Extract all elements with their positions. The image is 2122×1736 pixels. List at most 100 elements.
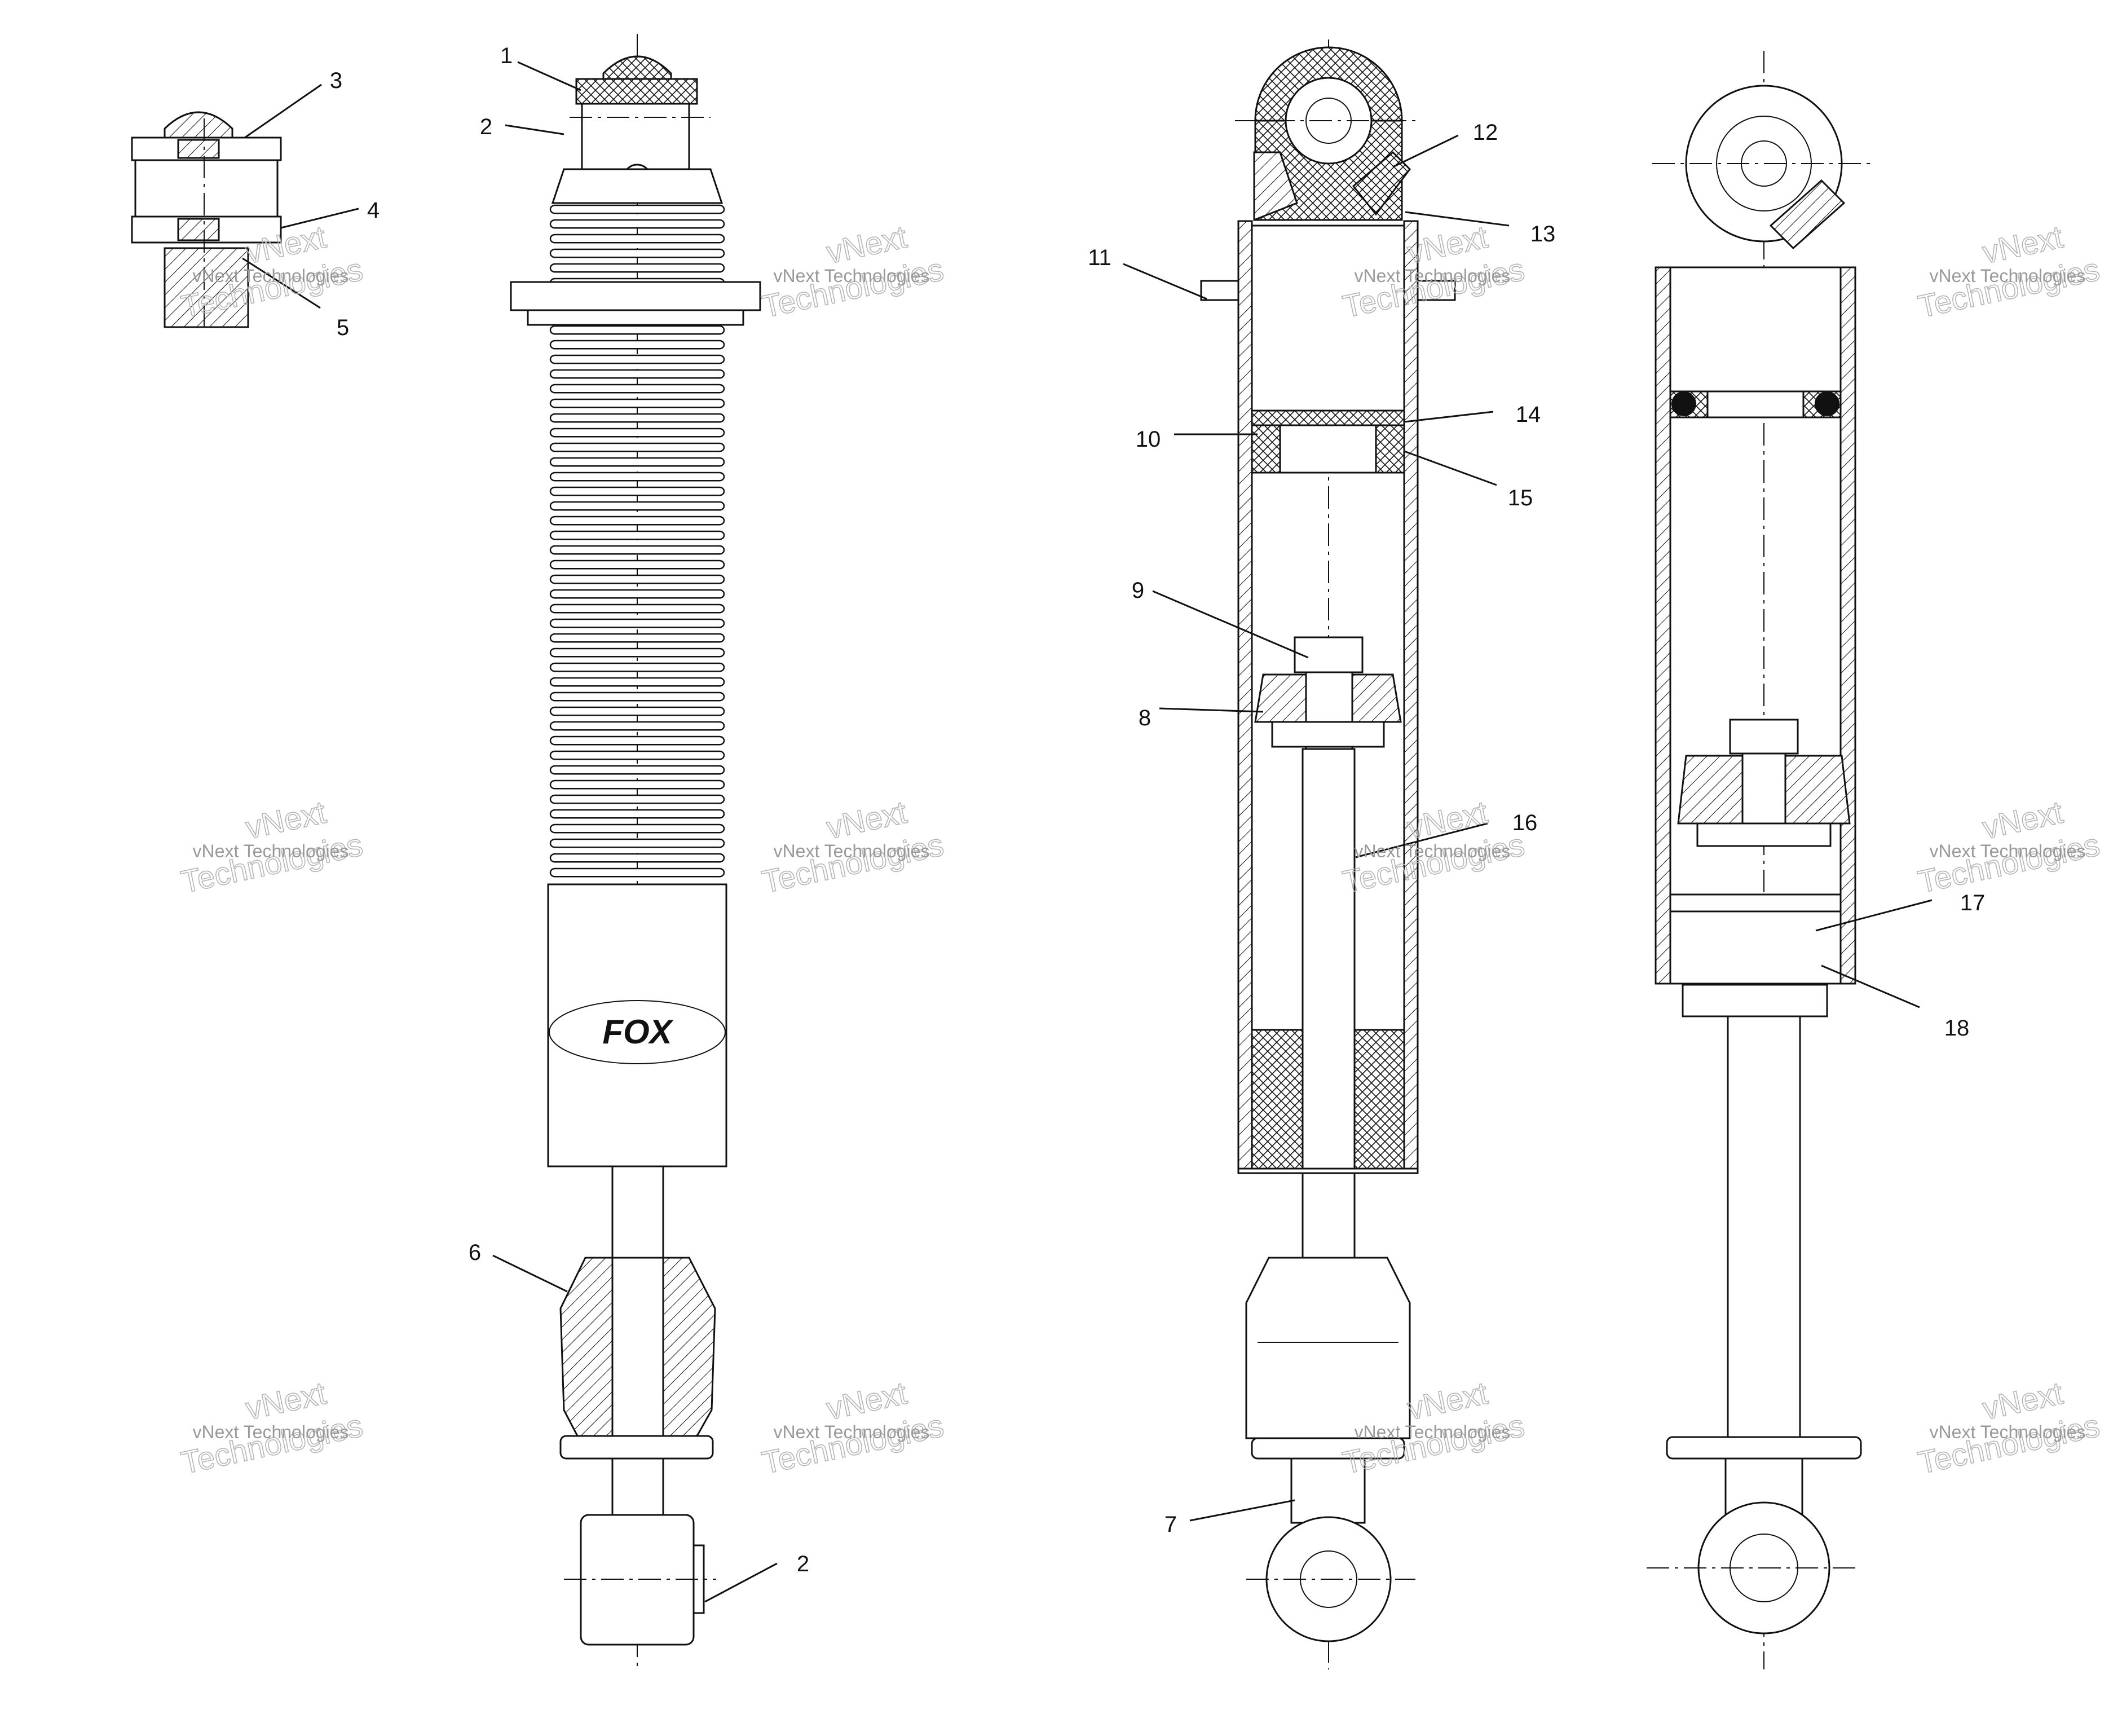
watermark-small: vNext Technologies xyxy=(1355,1422,1511,1442)
callout-12: 12 xyxy=(1473,120,1498,145)
callout-17: 17 xyxy=(1960,891,1986,915)
spring-coil xyxy=(549,765,725,775)
cutaway-piston-seal-right xyxy=(1375,424,1405,474)
cutaway-shim-stack xyxy=(1271,721,1385,748)
callout-1: 1 xyxy=(500,43,513,68)
spring-coil xyxy=(549,589,725,599)
spring-coil xyxy=(549,603,725,614)
cutaway-piston-seal-left xyxy=(1251,424,1281,474)
cutaway-piston-nut xyxy=(1294,636,1364,673)
shock1-nut-lower-ring xyxy=(527,309,744,326)
cutaway-tube-wall-left xyxy=(1237,220,1253,1170)
section-oring-left xyxy=(1671,391,1696,416)
cutaway-seal-head-left xyxy=(1251,1029,1304,1170)
cutaway-shaft xyxy=(1302,748,1356,1263)
shock1-lower-washer xyxy=(559,1435,714,1460)
spring-coil xyxy=(549,219,725,229)
cutaway-piston-cup xyxy=(1279,424,1377,474)
shock1-shaft-through-stop xyxy=(611,1257,664,1437)
spring-coil xyxy=(549,735,725,746)
callout-8: 8 xyxy=(1139,706,1151,730)
spring-coil xyxy=(549,662,725,672)
leader-8 xyxy=(1159,707,1264,713)
spring-coil xyxy=(549,809,725,819)
leader-16 xyxy=(1355,822,1488,858)
spring-coil xyxy=(549,559,725,570)
callout-13: 13 xyxy=(1530,222,1556,246)
shock1-reservoir-body xyxy=(547,883,727,1167)
spring-coil xyxy=(549,384,725,394)
detail-stud-part xyxy=(164,247,249,328)
leader-3 xyxy=(244,83,322,139)
callout-3: 3 xyxy=(330,68,342,93)
callout-labels: 1 2 3 4 5 6 2 7 8 9 10 11 12 13 14 15 16… xyxy=(330,43,1985,1576)
leader-9 xyxy=(1152,590,1309,659)
leader-12 xyxy=(1392,134,1459,168)
watermark-small: vNext Technologies xyxy=(774,266,930,286)
spring-coil xyxy=(549,204,725,214)
watermark-small: vNext Technologies xyxy=(1355,266,1511,286)
spring-coil xyxy=(549,706,725,716)
callout-15: 15 xyxy=(1508,486,1533,510)
callout-5: 5 xyxy=(337,315,349,340)
section-oring-right xyxy=(1815,391,1839,416)
spring-coil xyxy=(549,354,725,364)
leader-11 xyxy=(1123,263,1207,300)
leader-7 xyxy=(1189,1499,1295,1522)
callout-2-upper: 2 xyxy=(480,114,492,139)
section-lower-washer xyxy=(1666,1436,1862,1460)
watermark-small: vNext Technologies xyxy=(1355,841,1511,861)
cutaway-valve-fitting xyxy=(1352,151,1411,216)
spring-coil xyxy=(549,691,725,702)
shock1-bushing-part-1 xyxy=(575,78,698,105)
spring-coil xyxy=(549,618,725,628)
spring-coil xyxy=(549,233,725,244)
cutaway-right-fitting xyxy=(1417,280,1456,301)
spring-coil xyxy=(549,442,725,452)
cutaway-gas-chamber xyxy=(1251,224,1405,412)
external-shock-view: FOX xyxy=(510,34,761,1669)
leader-1 xyxy=(517,61,581,91)
detail-cap-part xyxy=(164,111,233,143)
leader-lines xyxy=(242,61,1933,1603)
spring-coil xyxy=(549,794,725,804)
shock1-top-mount xyxy=(581,103,690,171)
callout-18: 18 xyxy=(1944,1016,1970,1041)
spring-coil xyxy=(549,486,725,496)
cutaway-tube-wall-right xyxy=(1403,220,1419,1170)
callout-6: 6 xyxy=(469,1240,481,1265)
callout-7: 7 xyxy=(1164,1512,1177,1537)
detail-seal-lower xyxy=(177,218,220,241)
section-seal-head-ring xyxy=(1669,893,1842,913)
watermark-small: vNext Technologies xyxy=(193,841,349,861)
spring-coil xyxy=(549,340,725,350)
cutaway-lower-cone xyxy=(1245,1257,1411,1439)
spring-coil xyxy=(549,457,725,467)
callout-4: 4 xyxy=(367,198,380,223)
watermark-small: vNext Technologies xyxy=(1930,266,2086,286)
watermark-small: vNext Technologies xyxy=(193,1422,349,1442)
cutaway-tube-bottom xyxy=(1237,1167,1419,1174)
spring-coil xyxy=(549,853,725,863)
shock1-decal-text: FOX xyxy=(602,1013,674,1051)
section-tube-wall-left xyxy=(1655,266,1671,985)
cutaway-shock-view xyxy=(1200,39,1456,1669)
section-shock-view xyxy=(1647,51,1872,1669)
section-tube-wall-right xyxy=(1839,266,1856,985)
spring-coil xyxy=(549,823,725,834)
spring-coil xyxy=(549,721,725,731)
leader-2b xyxy=(704,1562,778,1603)
shock1-spring-top-coils xyxy=(549,204,725,288)
leader-15 xyxy=(1404,450,1497,486)
spring-coil xyxy=(549,530,725,540)
